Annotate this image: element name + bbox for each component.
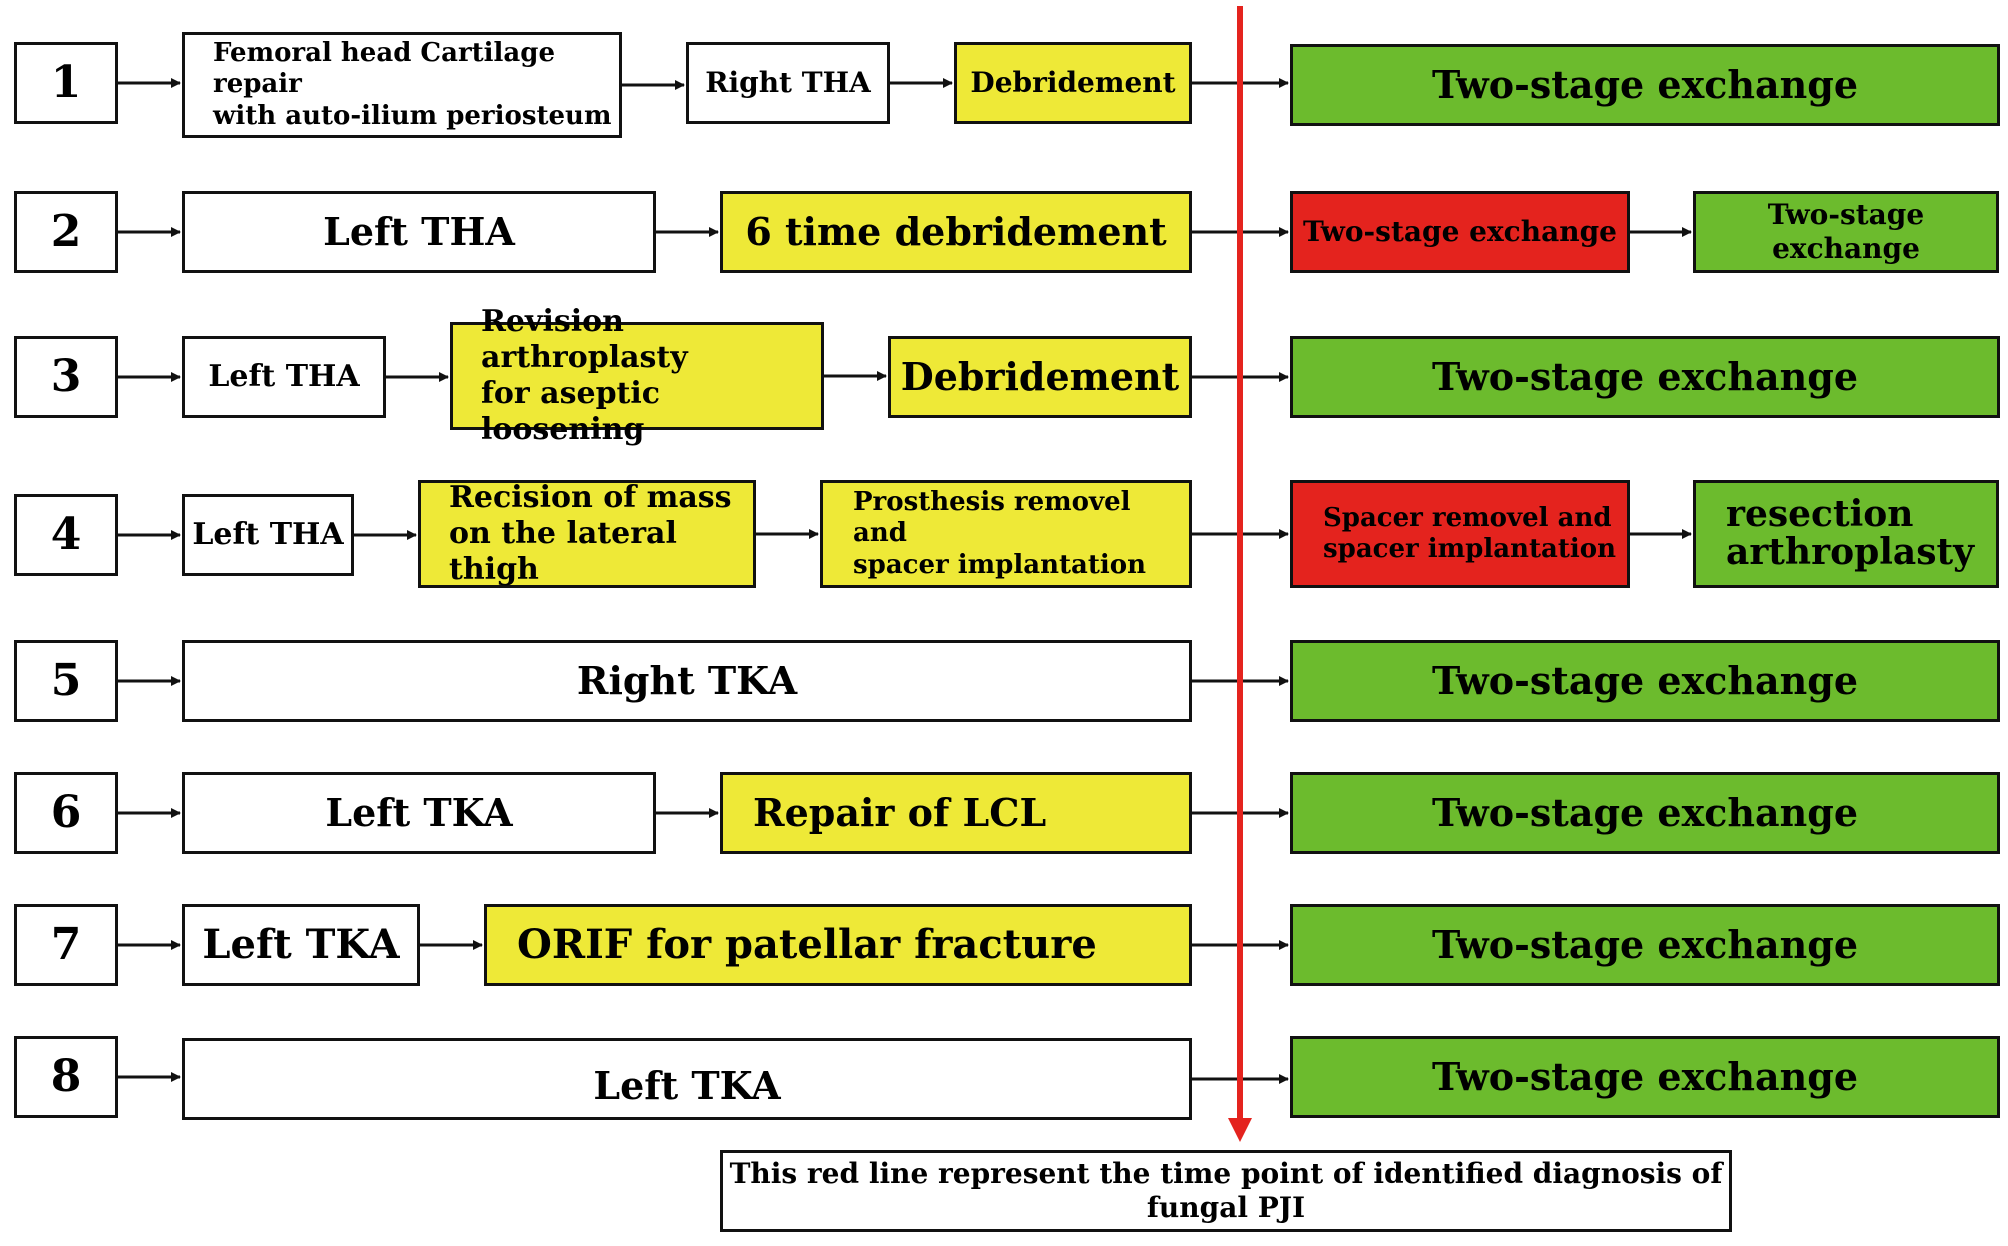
row5-after-two-stage-exchange: Two-stage exchange xyxy=(1290,640,2000,722)
row4-after-spacer-removel: Spacer removel and spacer implantation xyxy=(1290,480,1630,588)
case-number-4: 4 xyxy=(14,494,118,576)
row2-step-left-tha: Left THA xyxy=(182,191,656,273)
row1-step-right-tha: Right THA xyxy=(686,42,890,124)
row7-step-orif-patellar-fracture: ORIF for patellar fracture xyxy=(484,904,1192,986)
case-number-3: 3 xyxy=(14,336,118,418)
row4-after-resection-arthroplasty: resection arthroplasty xyxy=(1693,480,1999,588)
row7-after-two-stage-exchange: Two-stage exchange xyxy=(1290,904,2000,986)
case-number-7: 7 xyxy=(14,904,118,986)
row5-step-right-tka: Right TKA xyxy=(182,640,1192,722)
row4-step-prosthesis-removel: Prosthesis removel and spacer implantati… xyxy=(820,480,1192,588)
row6-after-two-stage-exchange: Two-stage exchange xyxy=(1290,772,2000,854)
case-number-5: 5 xyxy=(14,640,118,722)
row1-step-cartilage-repair: Femoral head Cartilage repair with auto-… xyxy=(182,32,622,138)
row3-after-two-stage-exchange: Two-stage exchange xyxy=(1290,336,2000,418)
case-number-1: 1 xyxy=(14,42,118,124)
time-line-arrowhead xyxy=(1228,1118,1252,1142)
row3-step-debridement: Debridement xyxy=(888,336,1192,418)
row8-step-left-tka: Left TKA xyxy=(182,1038,1192,1120)
row4-step-left-tha: Left THA xyxy=(182,494,354,576)
row1-step-debridement: Debridement xyxy=(954,42,1192,124)
row4-step-recision-of-mass: Recision of mass on the lateral thigh xyxy=(418,480,756,588)
red-line-legend: This red line represent the time point o… xyxy=(720,1150,1732,1232)
row2-after-two-stage-exchange-green: Two-stage exchange xyxy=(1693,191,1999,273)
row6-step-left-tka: Left TKA xyxy=(182,772,656,854)
row8-after-two-stage-exchange: Two-stage exchange xyxy=(1290,1036,2000,1118)
row3-step-revision-arthroplasty: Revision arthroplasty for aseptic loosen… xyxy=(450,304,824,447)
row6-step-repair-of-lcl: Repair of LCL xyxy=(720,772,1192,854)
row3-step-left-tha: Left THA xyxy=(182,336,386,418)
row2-step-6-time-debridement: 6 time debridement xyxy=(720,191,1192,273)
row7-step-left-tka: Left TKA xyxy=(182,904,420,986)
case-number-2: 2 xyxy=(14,191,118,273)
case-number-8: 8 xyxy=(14,1036,118,1118)
case-number-6: 6 xyxy=(14,772,118,854)
row2-after-two-stage-exchange-red: Two-stage exchange xyxy=(1290,191,1630,273)
row1-after-two-stage-exchange: Two-stage exchange xyxy=(1290,44,2000,126)
